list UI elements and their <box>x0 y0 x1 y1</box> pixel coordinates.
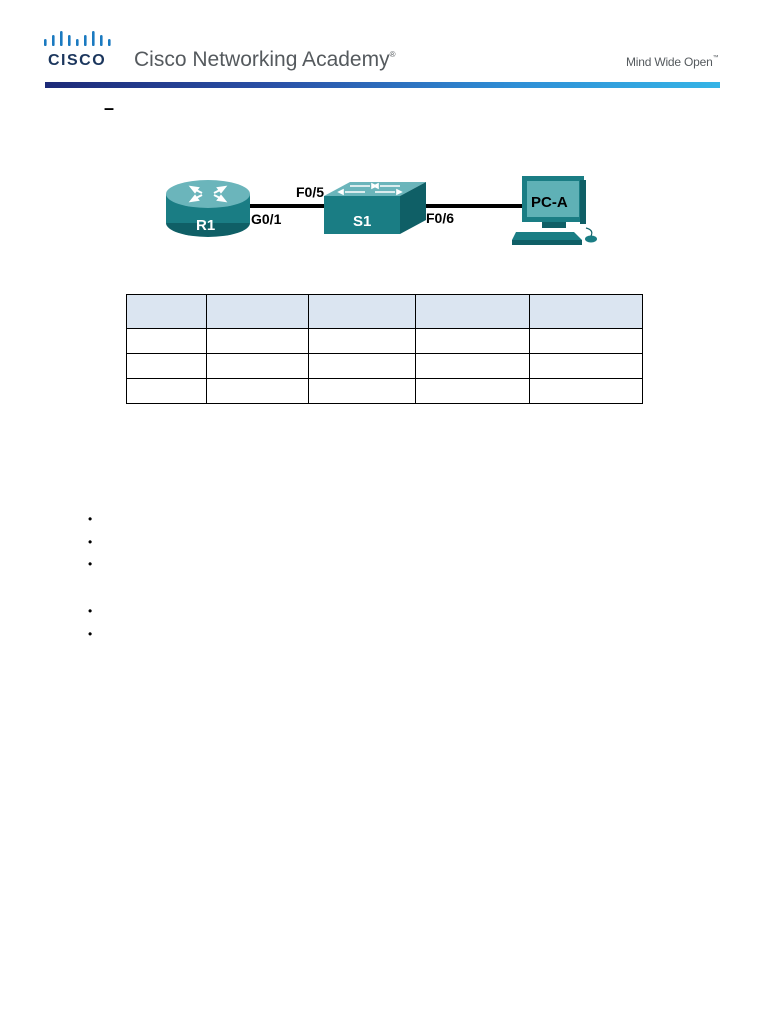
table-cell <box>308 378 416 404</box>
table-header-cell <box>529 294 643 329</box>
pc-label: PC-A <box>531 194 568 211</box>
table-cell <box>529 353 643 379</box>
table-cell <box>308 328 416 354</box>
tagline: Mind Wide Open™ <box>626 55 719 69</box>
table-header-cell <box>206 294 309 329</box>
header-rule <box>45 82 720 88</box>
list-item-bullet: • <box>88 627 93 641</box>
table-cell <box>206 328 309 354</box>
table-cell <box>415 378 530 404</box>
table-header-cell <box>415 294 530 329</box>
registered-mark: ® <box>389 50 396 59</box>
switch-s1-icon: S1 <box>324 182 426 234</box>
table-cell <box>206 353 309 379</box>
table-cell <box>126 378 207 404</box>
page-header: CISCO Cisco Networking Academy® Mind Wid… <box>0 0 768 90</box>
academy-title-text: Cisco Networking Academy <box>134 48 390 71</box>
table-cell <box>529 378 643 404</box>
academy-title: Cisco Networking Academy® <box>134 48 396 72</box>
table-header-row <box>126 294 643 329</box>
list-item-bullet: • <box>88 512 93 526</box>
list-item-bullet: • <box>88 604 93 618</box>
table-row <box>126 378 643 404</box>
table-header-cell <box>126 294 207 329</box>
table-row <box>126 328 643 354</box>
table-cell <box>126 328 207 354</box>
table-cell <box>415 328 530 354</box>
table-cell <box>126 353 207 379</box>
table-header-cell <box>308 294 416 329</box>
table-row <box>126 353 643 379</box>
topology-diagram: R1 S1 PC-A G0/1 F0/5 F0/6 <box>166 176 597 245</box>
cisco-wordmark: CISCO <box>48 52 107 69</box>
list-item-bullet: • <box>88 557 93 571</box>
port-label-f06: F0/6 <box>426 210 454 226</box>
switch-label: S1 <box>353 213 371 230</box>
cisco-bridge-logo-icon <box>44 31 111 46</box>
addressing-table <box>126 294 643 404</box>
router-r1-icon: R1 <box>166 180 250 237</box>
tagline-text: Mind Wide Open <box>626 55 713 69</box>
table-cell <box>529 328 643 354</box>
table-cell <box>206 378 309 404</box>
port-label-g01: G0/1 <box>251 211 282 227</box>
table-cell <box>415 353 530 379</box>
pc-a-icon: PC-A <box>512 176 597 245</box>
port-label-f05: F0/5 <box>296 184 324 200</box>
trademark-mark: ™ <box>712 55 719 61</box>
table-cell <box>308 353 416 379</box>
list-item-bullet: • <box>88 535 93 549</box>
router-label: R1 <box>196 217 215 234</box>
title-dash: – <box>104 98 115 118</box>
